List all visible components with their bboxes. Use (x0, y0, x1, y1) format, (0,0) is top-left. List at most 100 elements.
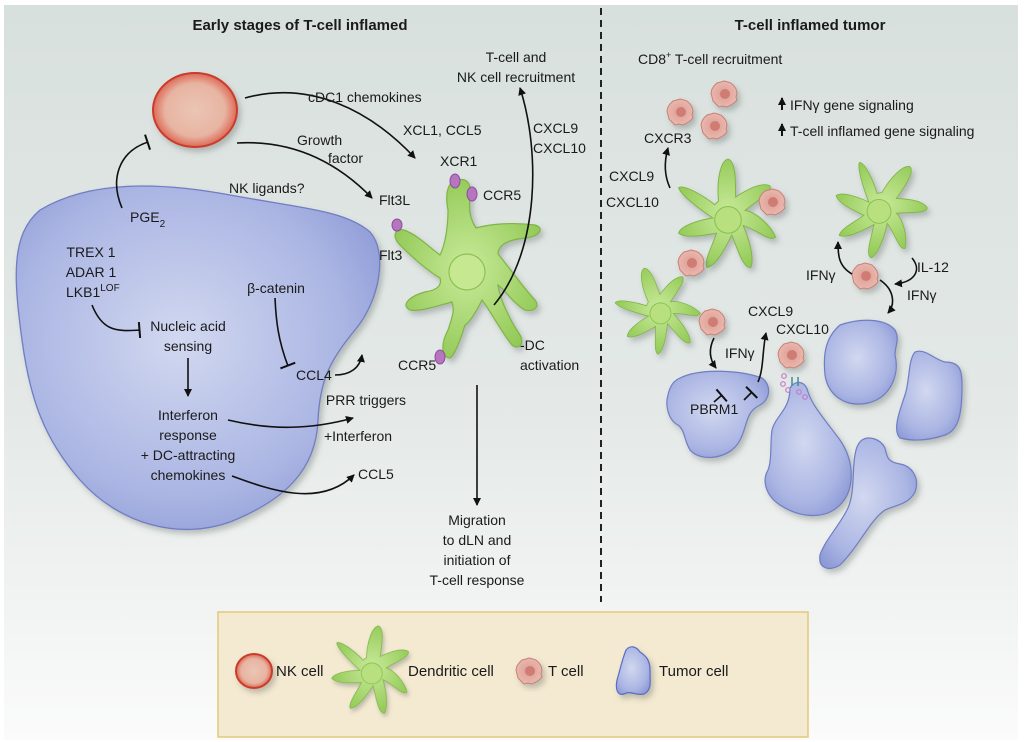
label-xcr1: XCR1 (440, 153, 478, 169)
t-cell-icon (515, 657, 543, 685)
t-cell (666, 98, 694, 126)
arrow-tcell-nk-recruitment (493, 87, 534, 306)
label-cd8-recruitment: CD8+ T-cell recruitment (638, 50, 782, 67)
flt3-receptor (391, 218, 403, 232)
left-panel-title: Early stages of T-cell inflamed (192, 17, 407, 34)
legend-item-t-cell: T cell (515, 657, 584, 685)
label-response: response (159, 427, 217, 443)
label-lkb1: LKB1LOF (66, 283, 120, 300)
tumor-cell-pbrm1 (666, 370, 770, 458)
label-flt3l: Flt3L (379, 192, 410, 208)
right-panel-title: T-cell inflamed tumor (735, 17, 886, 34)
tumor-cell-center (764, 381, 852, 517)
label-interferon: Interferon (158, 407, 218, 423)
nk-cell (152, 72, 238, 148)
label-trex1: TREX 1 (66, 244, 115, 260)
label-chemokines: chemokines (151, 467, 226, 483)
label-cxcl10-right-a: CXCL10 (606, 194, 659, 210)
tumor-cell-icon (615, 646, 651, 696)
legend: NK cell Dendritic cell T cell Tumor cell (217, 611, 809, 738)
t-cell (677, 249, 705, 277)
label-adar1: ADAR 1 (66, 264, 117, 280)
tumor-cells-right (666, 319, 963, 569)
tumor-cell-lower (819, 437, 918, 569)
arrow-ifng-left (834, 241, 853, 275)
label-ifng-left: IFNγ (806, 267, 836, 283)
dendritic-cell-main (394, 178, 541, 359)
label-growth: Growth (297, 132, 342, 148)
label-ifng-mid: IFNγ (725, 345, 755, 361)
nk-cell-icon (235, 653, 273, 689)
label-sensing: sensing (164, 338, 212, 354)
label-prr-triggers: PRR triggers (326, 392, 406, 408)
label-nk-cell-recruitment: NK cell recruitment (457, 69, 575, 85)
label-cxcl10-left: CXCL10 (533, 140, 586, 156)
t-cell (758, 188, 786, 216)
inhibit-pbrm1-2 (743, 385, 759, 401)
label-plus-interferon: +Interferon (324, 428, 392, 444)
xcr1-receptor (449, 173, 461, 189)
legend-label-nk-cell: NK cell (276, 663, 324, 680)
immune-synapse (780, 373, 808, 400)
t-cell (700, 112, 728, 140)
inhibit-pbrm1-1 (713, 388, 728, 403)
arrow-growth-factor (236, 141, 373, 199)
arrow-ccl4 (334, 354, 365, 376)
inhibit-pge2 (115, 134, 152, 209)
label-ifng-right: IFNγ (907, 287, 937, 303)
label-ccr5-top: CCR5 (483, 187, 521, 203)
tumor-cell-right (896, 350, 963, 441)
label-dc-attracting: + DC-attracting (141, 447, 236, 463)
legend-label-tumor-cell: Tumor cell (659, 663, 728, 680)
label-ccl5: CCL5 (358, 466, 394, 482)
label-ccr5-bottom: CCR5 (398, 357, 436, 373)
legend-item-tumor-cell: Tumor cell (615, 646, 728, 696)
label-il12: IL-12 (917, 259, 949, 275)
label-cxcr3: CXCR3 (644, 130, 692, 146)
label-tcell-inflamed-signaling: T-cell inflamed gene signaling (790, 123, 974, 139)
label-initiation: initiation of (444, 552, 511, 568)
dendritic-cell-right-top-right (817, 140, 946, 272)
label-to-dln: to dLN and (443, 532, 512, 548)
ccr5-receptor-top (466, 186, 478, 202)
label-cxcl9-right-a: CXCL9 (609, 168, 654, 184)
label-tcell-response: T-cell response (430, 572, 525, 588)
label-nucleic-acid: Nucleic acid (150, 318, 225, 334)
label-cdc1-chemokines: cDC1 chemokines (308, 89, 422, 105)
arrow-prr-triggers (227, 416, 354, 429)
t-cell (710, 80, 738, 108)
arrow-cxcl9-cxcl10 (757, 332, 769, 383)
label-pge2: PGE2 (130, 209, 166, 230)
label-dc-activation: activation (520, 357, 579, 373)
label-dc: -DC (520, 337, 545, 353)
legend-label-t-cell: T cell (548, 663, 584, 680)
label-factor: factor (328, 150, 363, 166)
label-ifng-gene-signaling: IFNγ gene signaling (790, 97, 914, 113)
arrow-il12 (894, 257, 918, 288)
label-xcl1-ccl5: XCL1, CCL5 (403, 122, 482, 138)
legend-item-nk-cell: NK cell (235, 653, 324, 689)
label-tcell-and: T-cell and (486, 49, 547, 65)
label-cxcl9-right-b: CXCL9 (748, 303, 793, 319)
tumor-cell-upper (823, 319, 898, 405)
arrow-ifng-right (879, 279, 896, 314)
t-cell (777, 341, 805, 369)
t-cell (698, 308, 726, 336)
label-nk-ligands: NK ligands? (229, 180, 305, 196)
ccr5-receptor-bottom (434, 349, 446, 365)
legend-item-dendritic-cell: Dendritic cell (327, 620, 494, 717)
arrow-cdc1-chemokines (244, 91, 416, 159)
legend-label-dendritic-cell: Dendritic cell (408, 663, 494, 680)
legend-box (217, 611, 809, 738)
inhibit-beta-catenin (274, 297, 296, 370)
arrow-ccl5 (231, 474, 355, 495)
label-cxcl9-left: CXCL9 (533, 120, 578, 136)
label-flt3: Flt3 (379, 247, 403, 263)
t-cell (851, 262, 879, 290)
label-migration: Migration (448, 512, 506, 528)
label-pbrm1: PBRM1 (690, 401, 738, 417)
arrow-ifng-to-pbrm1 (708, 337, 717, 369)
label-beta-catenin: β-catenin (247, 280, 305, 296)
arrow-cxcl9-cxcr3 (662, 147, 671, 189)
